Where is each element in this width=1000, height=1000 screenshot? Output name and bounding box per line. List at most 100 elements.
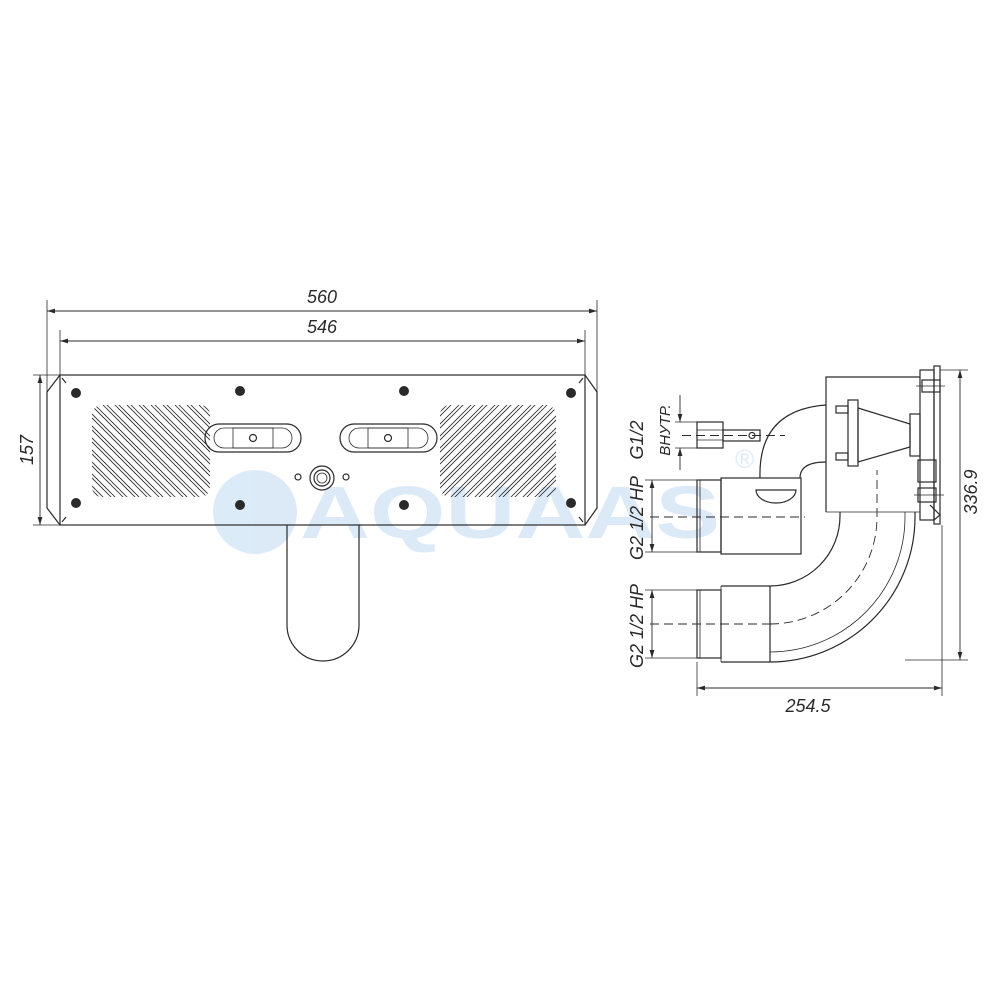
grill-slot — [440, 405, 541, 497]
panel-screws — [71, 386, 576, 510]
screw — [399, 386, 409, 396]
grill-slot — [451, 405, 553, 497]
housing-box — [825, 365, 941, 525]
grill-slot — [121, 405, 210, 497]
screw — [566, 498, 576, 508]
grill-slot — [137, 405, 210, 497]
front-panel — [59, 374, 586, 526]
corner-marks — [61, 377, 584, 523]
nozzle-right — [339, 423, 438, 453]
grill-slot — [440, 405, 465, 497]
grill-slot — [440, 405, 505, 497]
grill-slot — [487, 405, 556, 497]
thread-label-lower-pipe: G2 1/2 HP — [627, 584, 647, 668]
grill-slot — [92, 405, 139, 497]
grill-slot — [157, 405, 210, 497]
grill-slot — [92, 405, 119, 497]
watermark-circle — [213, 470, 297, 554]
grill-slot — [92, 405, 175, 497]
grill-slot — [149, 405, 210, 497]
grill-slot — [169, 405, 210, 497]
grill-slot — [92, 405, 191, 497]
grill-slot — [440, 405, 525, 497]
grill-slot — [161, 405, 210, 497]
watermark-text: AQUAAS — [300, 471, 720, 554]
lower-pipe-elbow — [645, 470, 916, 663]
screw — [399, 500, 409, 510]
mounting-hardware — [914, 379, 945, 521]
grill-slot — [133, 405, 210, 497]
center-fitting — [294, 465, 350, 491]
dimension-side-depth: 254.5 — [696, 525, 943, 716]
g1-2-connection — [675, 395, 785, 470]
grill-slot — [92, 405, 151, 497]
side-view: 336.9 254.5 — [627, 365, 981, 716]
grill-slot — [92, 405, 155, 497]
watermark-registered-mark: ® — [735, 444, 754, 474]
screw — [235, 500, 245, 510]
grill-slot — [475, 405, 556, 497]
grill-slot — [523, 405, 556, 497]
pipe-opening — [755, 489, 797, 504]
thread-label-g1-2: G1/2 — [627, 420, 647, 459]
grill-slot — [97, 405, 199, 497]
grill-slot — [440, 405, 469, 497]
grill-slot — [511, 405, 556, 497]
grill-slot — [185, 405, 210, 497]
grill-slot — [440, 405, 517, 497]
dimension-label-560: 560 — [307, 287, 337, 307]
grill-slot — [519, 405, 556, 497]
grill-slot — [495, 405, 556, 497]
grill-slot — [440, 405, 489, 497]
grill-slot — [113, 405, 210, 497]
grill-slot — [92, 405, 115, 497]
nozzle-left — [204, 423, 302, 453]
screw — [566, 388, 576, 398]
thread-note-internal: ВНУТР. — [657, 404, 674, 455]
grill-right — [440, 405, 556, 497]
grill-slot — [92, 405, 143, 497]
grill-slot — [507, 405, 556, 497]
grill-slot — [92, 405, 187, 497]
rear-pipe — [286, 525, 360, 662]
grill-slot — [145, 405, 210, 497]
grill-slot — [447, 405, 549, 497]
dimension-overall-width: 560 — [46, 287, 598, 392]
grill-slot — [440, 405, 501, 497]
grill-slot — [101, 405, 203, 497]
dimension-inner-width: 546 — [59, 317, 586, 375]
panel-side-right — [584, 374, 598, 526]
dimension-height: 157 — [17, 374, 60, 526]
watermark-logo: AQUAAS ® — [213, 444, 754, 554]
panel-side-left — [46, 374, 61, 526]
grill-slot — [459, 405, 556, 497]
grill-slot — [92, 405, 179, 497]
grill-slot — [440, 405, 513, 497]
dimension-side-height: 336.9 — [905, 369, 981, 661]
grill-slot — [92, 405, 163, 497]
dimension-label-157: 157 — [17, 434, 37, 465]
grill-slot — [92, 405, 167, 497]
grill-slot — [440, 405, 477, 497]
grill-slot — [109, 405, 210, 497]
grill-slot — [92, 405, 131, 497]
grill-slot — [440, 405, 481, 497]
dimension-label-336-9: 336.9 — [961, 469, 981, 514]
grill-slot — [463, 405, 556, 497]
upper-pipe — [645, 477, 805, 555]
grill-slot — [440, 405, 537, 497]
grill-left — [0, 400, 210, 500]
dimension-label-546: 546 — [307, 317, 338, 337]
upper-elbow — [755, 404, 827, 504]
grill-slot — [125, 405, 210, 497]
grill-slot — [0, 400, 90, 500]
front-view: 560 546 157 — [0, 287, 598, 662]
grill-slot — [92, 405, 127, 497]
grill-slot — [531, 405, 556, 497]
grill-slot — [440, 405, 493, 497]
screw — [235, 386, 245, 396]
screw — [71, 388, 81, 398]
grill-slot — [173, 405, 210, 497]
grill-slot — [440, 405, 529, 497]
